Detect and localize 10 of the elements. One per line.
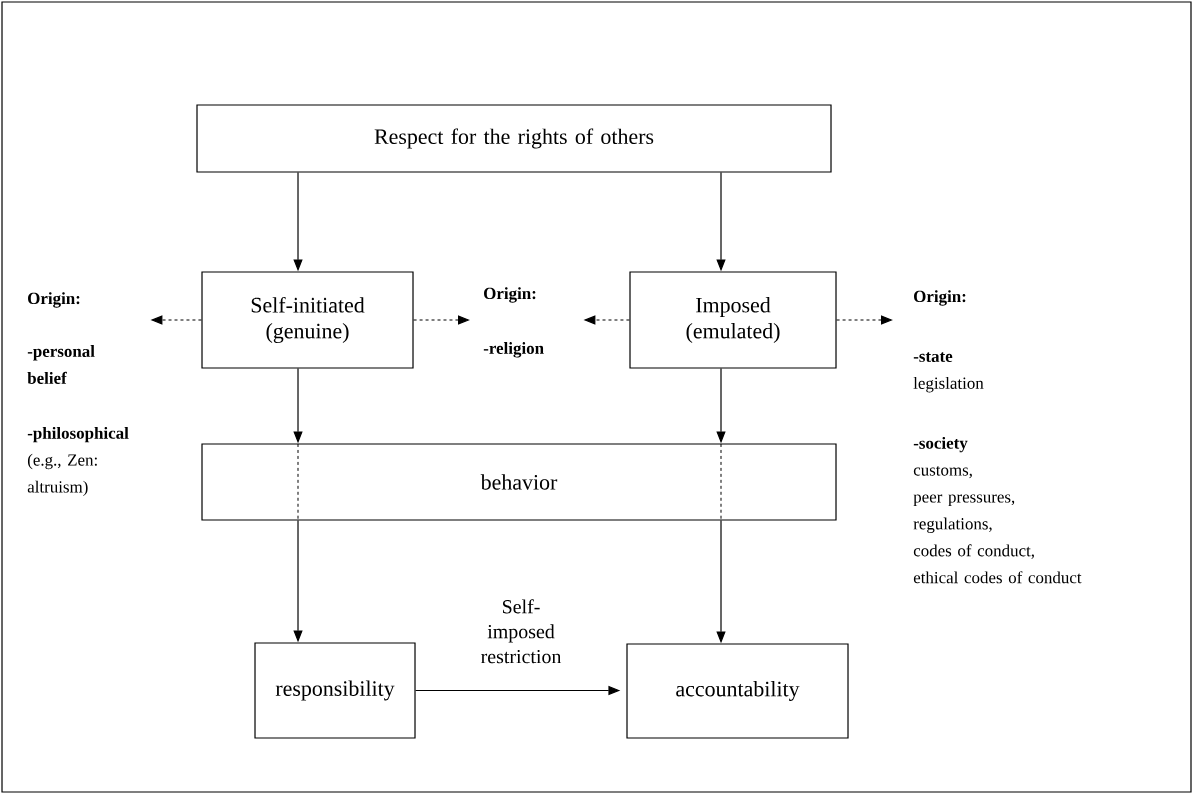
concept-box: Respect for the rights of others [196,104,832,173]
origin-note: Origin: -personal belief -philosophical (e.g., Zen: altruism) [27,292,129,497]
process-box: Imposed (emulated) [629,271,837,369]
origin-note: Origin: -religion [483,287,544,358]
process-box: Self-initiated (genuine) [201,271,414,369]
edge-label: Self- imposed restriction [465,598,577,665]
outcome-box: accountability [626,643,849,739]
process-box: behavior [201,443,837,521]
outcome-box: responsibility [254,642,416,739]
origin-note: Origin: -state legislation -society customs, peer pressures, regulations, codes of conduct, ethical codes of conduct [913,290,1082,584]
